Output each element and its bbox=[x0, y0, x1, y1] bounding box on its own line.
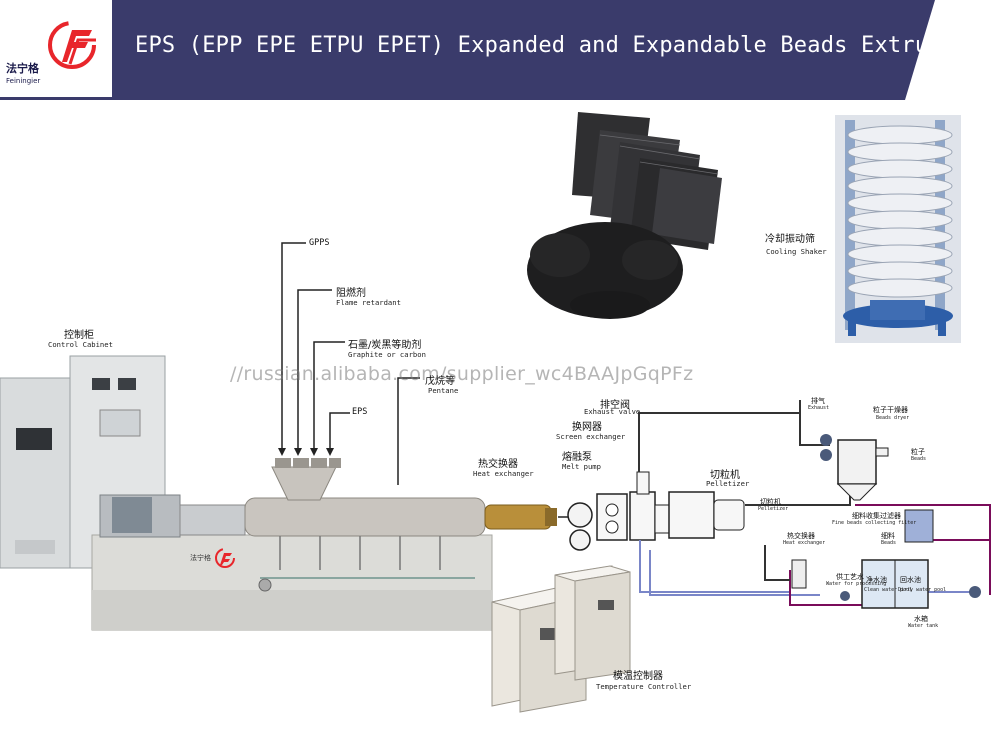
label-screen-en: Screen exchanger bbox=[556, 432, 626, 441]
label-cooling-en: Cooling Shaker bbox=[766, 247, 827, 256]
label-control-cn: 控制柜 bbox=[64, 330, 94, 341]
page-title: EPS (EPP EPE ETPU EPET) Expanded and Exp… bbox=[135, 33, 983, 58]
eps-beads-image bbox=[527, 222, 683, 319]
melt-pump-drawing bbox=[558, 471, 745, 551]
machine-brand-label: 法宁格 bbox=[190, 554, 211, 562]
label-eps: EPS bbox=[352, 407, 368, 417]
label-exhaustvalve-en: Exhaust valve bbox=[584, 407, 641, 416]
label-temp-cn: 模温控制器 bbox=[613, 671, 663, 682]
label-flame-en: Flame retardant bbox=[336, 298, 401, 307]
label-flame-cn: 阻燃剂 bbox=[336, 288, 366, 299]
cooling-shaker-image bbox=[835, 115, 961, 343]
label-exhaust-cn: 排气 bbox=[811, 397, 825, 405]
logo-panel: 法宁格 Feiningier bbox=[0, 0, 112, 97]
label-pentane-en: Pentane bbox=[428, 386, 459, 395]
label-small-pelletizer-cn: 切粒机 bbox=[760, 498, 781, 506]
label-meltpump-cn: 熔融泵 bbox=[562, 452, 592, 463]
label-finefilter-en: Fine beads collecting filter bbox=[832, 520, 917, 526]
label-pelletizer-en: Pelletizer bbox=[706, 479, 750, 488]
extruder-drawing bbox=[91, 458, 557, 631]
label-screen-cn: 换网器 bbox=[572, 422, 602, 433]
feiningier-logo bbox=[48, 21, 96, 69]
feed-lines bbox=[281, 242, 420, 485]
label-pentane-cn: 戊烷等 bbox=[425, 376, 455, 387]
label-dryer-cn: 粒子干燥器 bbox=[873, 406, 908, 414]
label-pelletizer-cn: 切粒机 bbox=[710, 470, 740, 481]
machine-logo-icon bbox=[215, 548, 235, 568]
header-background bbox=[0, 0, 935, 100]
label-beads-cn: 粒子 bbox=[911, 448, 925, 456]
label-gpps: GPPS bbox=[309, 238, 330, 248]
water-tank-drawing bbox=[791, 559, 981, 609]
feed-arrowheads bbox=[278, 448, 334, 456]
label-dirty-en: Dirty water pool bbox=[898, 587, 947, 593]
label-graphite-cn: 石墨/炭黑等助剂 bbox=[348, 340, 422, 351]
label-tank-cn: 水箱 bbox=[914, 615, 928, 623]
label-small-pelletizer-en: Pelletizer bbox=[758, 506, 789, 512]
label-processwater-cn: 供工艺水 bbox=[836, 573, 864, 581]
label-fines-cn: 细料 bbox=[881, 532, 895, 540]
temperature-controller-drawing bbox=[491, 565, 631, 713]
header-bar bbox=[0, 0, 1000, 100]
label-exhaust-en: Exhaust bbox=[808, 405, 830, 411]
watermark-url: //russian.alibaba.com/supplier_wc4BAAJpG… bbox=[230, 363, 694, 385]
label-processwater-en: Water for processing bbox=[826, 581, 887, 587]
label-small-heatex-cn: 热交换器 bbox=[787, 532, 815, 540]
label-small-heatex-en: Heat exchanger bbox=[783, 540, 826, 546]
label-dryer-en: Beads dryer bbox=[876, 415, 910, 421]
brand-english: Feiningier bbox=[6, 77, 41, 85]
dryer-drawing bbox=[820, 434, 889, 501]
label-dirty-cn: 回水池 bbox=[900, 576, 921, 584]
label-graphite-en: Graphite or carbon bbox=[348, 350, 426, 359]
label-meltpump-en: Melt pump bbox=[562, 462, 601, 471]
filter-drawing bbox=[904, 509, 934, 543]
label-cooling-cn: 冷却振动筛 bbox=[765, 234, 815, 245]
label-finefilter-cn: 细料收集过滤器 bbox=[852, 512, 901, 520]
label-exhaustvalve-cn: 排空阀 bbox=[600, 400, 630, 411]
label-heatex-en: Heat exchanger bbox=[473, 469, 534, 478]
label-control-en: Control Cabinet bbox=[48, 340, 113, 349]
label-heatex-cn: 热交换器 bbox=[478, 459, 518, 470]
label-beads-en: Beads bbox=[911, 456, 927, 462]
brand-chinese: 法宁格 bbox=[6, 62, 39, 75]
label-fines-en: Beads bbox=[881, 540, 897, 546]
label-clean-en: Clean water pool bbox=[864, 587, 913, 593]
label-tank-en: Water tank bbox=[908, 623, 939, 629]
label-temp-en: Temperature Controller bbox=[596, 682, 692, 691]
label-clean-cn: 净水池 bbox=[866, 576, 887, 584]
eps-sheets-image bbox=[572, 112, 722, 250]
